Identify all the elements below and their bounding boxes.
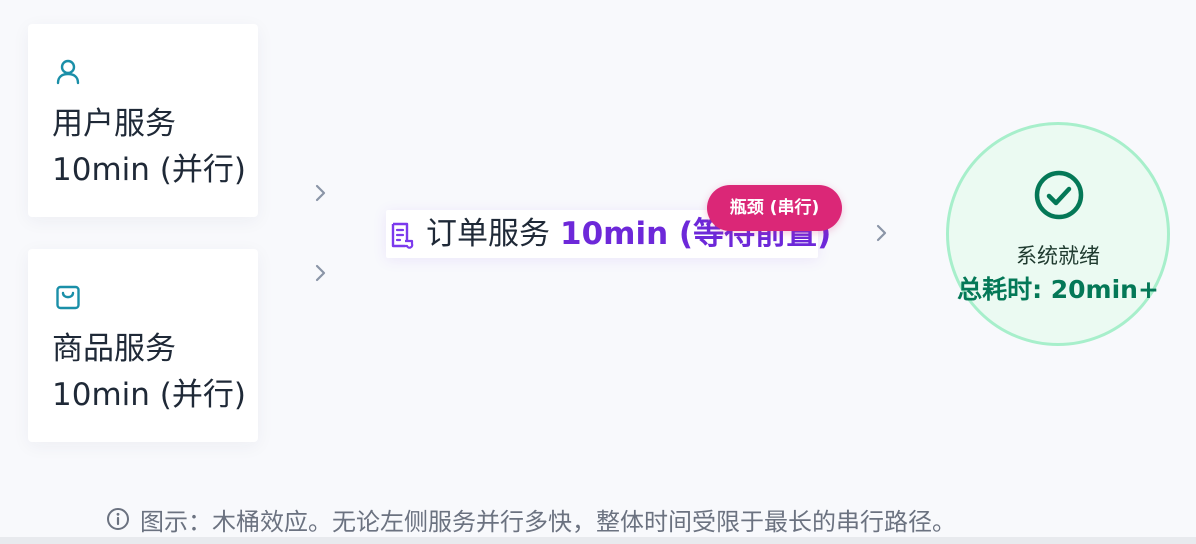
caption-text: 图示：木桶效应。无论左侧服务并行多快，整体时间受限于最长的串行路径。 xyxy=(140,507,956,536)
product-service-card: 商品服务 10min (并行) xyxy=(28,249,258,442)
user-service-time: 10min (并行) xyxy=(52,152,246,188)
total-time-label: 总耗时: 20min+ xyxy=(957,275,1159,304)
system-ready-node: 系统就绪 总耗时: 20min+ xyxy=(946,122,1170,346)
diagram-caption: 图示：木桶效应。无论左侧服务并行多快，整体时间受限于最长的串行路径。 xyxy=(106,502,956,536)
order-service-name: 订单服务 xyxy=(426,216,550,252)
chevron-right-icon xyxy=(876,224,887,242)
user-service-name: 用户服务 xyxy=(52,106,176,142)
user-service-card: 用户服务 10min (并行) xyxy=(28,24,258,217)
product-service-name: 商品服务 xyxy=(52,331,176,367)
shopping-bag-icon xyxy=(56,285,80,310)
check-circle-icon xyxy=(1034,170,1084,220)
chevron-right-icon xyxy=(315,184,326,202)
document-list-icon xyxy=(391,222,414,249)
user-icon xyxy=(56,59,80,85)
bottom-divider xyxy=(0,537,1196,544)
bottleneck-badge: 瓶颈 (串行) xyxy=(707,185,842,231)
info-icon xyxy=(107,508,129,530)
product-service-time: 10min (并行) xyxy=(52,377,246,413)
system-ready-label: 系统就绪 xyxy=(1016,244,1100,268)
chevron-right-icon xyxy=(315,264,326,282)
